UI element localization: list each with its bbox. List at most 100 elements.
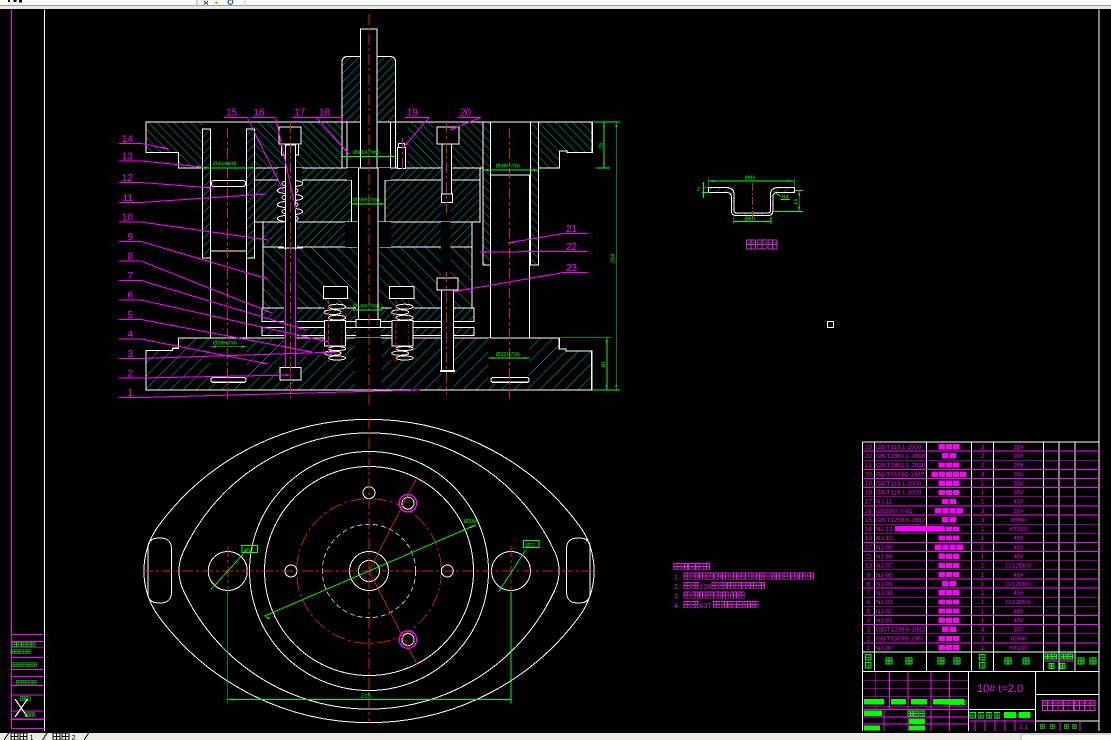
svg-text:Ø22: Ø22 <box>244 547 254 553</box>
svg-text:NJ-05: NJ-05 <box>876 581 893 588</box>
svg-text:16: 16 <box>865 508 873 515</box>
svg-text:NJ-11: NJ-11 <box>876 499 893 506</box>
svg-text:14: 14 <box>122 134 134 145</box>
svg-text:45#: 45# <box>1013 535 1024 542</box>
svg-text:Ø48H7/r6: Ø48H7/r6 <box>496 164 520 170</box>
svg-text:3: 3 <box>981 517 985 524</box>
svg-text:NJ-03: NJ-03 <box>876 599 893 606</box>
svg-text:23: 23 <box>566 263 578 274</box>
svg-text:18: 18 <box>865 490 873 497</box>
svg-text:8: 8 <box>867 581 871 588</box>
svg-text:1: 1 <box>981 526 985 533</box>
svg-text:20#: 20# <box>1013 453 1024 460</box>
svg-text:40#: 40# <box>1013 608 1024 615</box>
svg-text:1: 1 <box>981 572 985 579</box>
svg-text:17: 17 <box>865 499 873 506</box>
svg-text:7: 7 <box>867 590 871 597</box>
svg-text:1: 1 <box>981 499 985 506</box>
svg-text:Ø40H8/f8: Ø40H8/f8 <box>213 162 237 168</box>
svg-text:45#: 45# <box>1013 617 1024 624</box>
svg-text:10: 10 <box>865 563 873 570</box>
svg-text:HT200: HT200 <box>1009 526 1028 533</box>
svg-text:65Mn: 65Mn <box>1011 636 1027 643</box>
svg-text:NJ-06: NJ-06 <box>876 572 893 579</box>
svg-text:10: 10 <box>122 213 134 224</box>
svg-text:20: 20 <box>865 471 873 478</box>
svg-text:45#: 45# <box>1013 544 1024 551</box>
svg-text:Ø14H7/m6: Ø14H7/m6 <box>353 304 380 310</box>
svg-text:18: 18 <box>319 107 331 118</box>
svg-text:17: 17 <box>294 107 306 118</box>
svg-text:1: 1 <box>981 563 985 570</box>
svg-text:GB/T6563B-1987: GB/T6563B-1987 <box>876 471 925 478</box>
svg-text:21: 21 <box>566 224 578 235</box>
svg-text:20#: 20# <box>1013 462 1024 469</box>
svg-text:45#: 45# <box>1013 554 1024 561</box>
svg-text:5: 5 <box>867 608 871 615</box>
svg-text:3.: 3. <box>674 594 680 601</box>
svg-text:1:1: 1:1 <box>1019 724 1028 731</box>
svg-text:23: 23 <box>865 444 873 451</box>
svg-text:GB/T2861.1-1990: GB/T2861.1-1990 <box>876 462 926 469</box>
svg-text:21: 21 <box>865 462 873 469</box>
svg-text:3: 3 <box>981 471 985 478</box>
svg-text:NJ-09: NJ-09 <box>876 544 893 551</box>
svg-text:2: 2 <box>697 187 700 193</box>
svg-text:63T: 63T <box>700 603 713 610</box>
svg-text:GB/T6563B-1987: GB/T6563B-1987 <box>876 636 925 643</box>
svg-text:GB/T119.1-2000: GB/T119.1-2000 <box>876 480 922 487</box>
svg-text:1: 1 <box>981 535 985 542</box>
svg-text:3: 3 <box>981 636 985 643</box>
svg-text:14: 14 <box>793 199 799 205</box>
svg-text:3: 3 <box>981 508 985 515</box>
svg-text:22: 22 <box>865 453 873 460</box>
svg-text:1: 1 <box>981 608 985 615</box>
svg-text:4.: 4. <box>674 603 680 610</box>
svg-text:11: 11 <box>123 193 134 204</box>
svg-text:45#: 45# <box>1013 572 1024 579</box>
svg-text:1: 1 <box>981 490 985 497</box>
svg-text:13: 13 <box>122 152 134 163</box>
svg-text:1: 1 <box>981 590 985 597</box>
svg-text:1: 1 <box>30 733 34 740</box>
svg-text:19: 19 <box>865 480 873 487</box>
svg-text:35#: 35# <box>1013 471 1024 478</box>
svg-text:3: 3 <box>981 444 985 451</box>
svg-text:204: 204 <box>610 254 616 263</box>
svg-text:11: 11 <box>865 554 872 561</box>
svg-text:1.: 1. <box>674 575 680 582</box>
svg-text:1: 1 <box>981 554 985 561</box>
svg-text:1: 1 <box>867 645 871 652</box>
svg-text:GB/T119.1-2000: GB/T119.1-2000 <box>876 444 922 451</box>
svg-text:9: 9 <box>867 572 871 579</box>
svg-text:9: 9 <box>127 232 133 243</box>
svg-text:R4: R4 <box>782 195 789 201</box>
svg-text:8: 8 <box>127 252 133 263</box>
svg-text:35#: 35# <box>1013 627 1024 634</box>
svg-text:15: 15 <box>865 517 873 524</box>
svg-text:GB/T2861.1-1990: GB/T2861.1-1990 <box>876 453 926 460</box>
svg-text:12: 12 <box>865 544 873 551</box>
svg-text:1: 1 <box>981 617 985 624</box>
svg-text:NJ-01: NJ-01 <box>876 617 893 624</box>
svg-text:10# t=2.0: 10# t=2.0 <box>977 683 1023 695</box>
svg-text:Ø22: Ø22 <box>526 542 536 548</box>
svg-text:Ø160: Ø160 <box>464 518 479 525</box>
svg-text:1: 1 <box>127 388 133 399</box>
svg-text:35#: 35# <box>1013 490 1024 497</box>
svg-text:10#: 10# <box>700 584 712 591</box>
svg-text:2: 2 <box>72 733 76 740</box>
svg-text:4: 4 <box>867 617 871 624</box>
svg-text:Ø95: Ø95 <box>745 176 755 182</box>
svg-text:4: 4 <box>127 330 133 341</box>
svg-text:NJ-12: NJ-12 <box>876 526 893 533</box>
svg-text:215: 215 <box>361 693 372 700</box>
svg-text:12: 12 <box>122 173 134 184</box>
svg-text:GB/T1239.6-1992: GB/T1239.6-1992 <box>876 517 926 524</box>
svg-text:NJ-04: NJ-04 <box>876 590 893 597</box>
svg-text:NJ-07: NJ-07 <box>876 563 893 570</box>
svg-text:3: 3 <box>127 349 133 360</box>
svg-text:35#: 35# <box>1013 444 1024 451</box>
svg-text:Ø28H7/r6: Ø28H7/r6 <box>213 341 237 347</box>
svg-text:1: 1 <box>981 645 985 652</box>
